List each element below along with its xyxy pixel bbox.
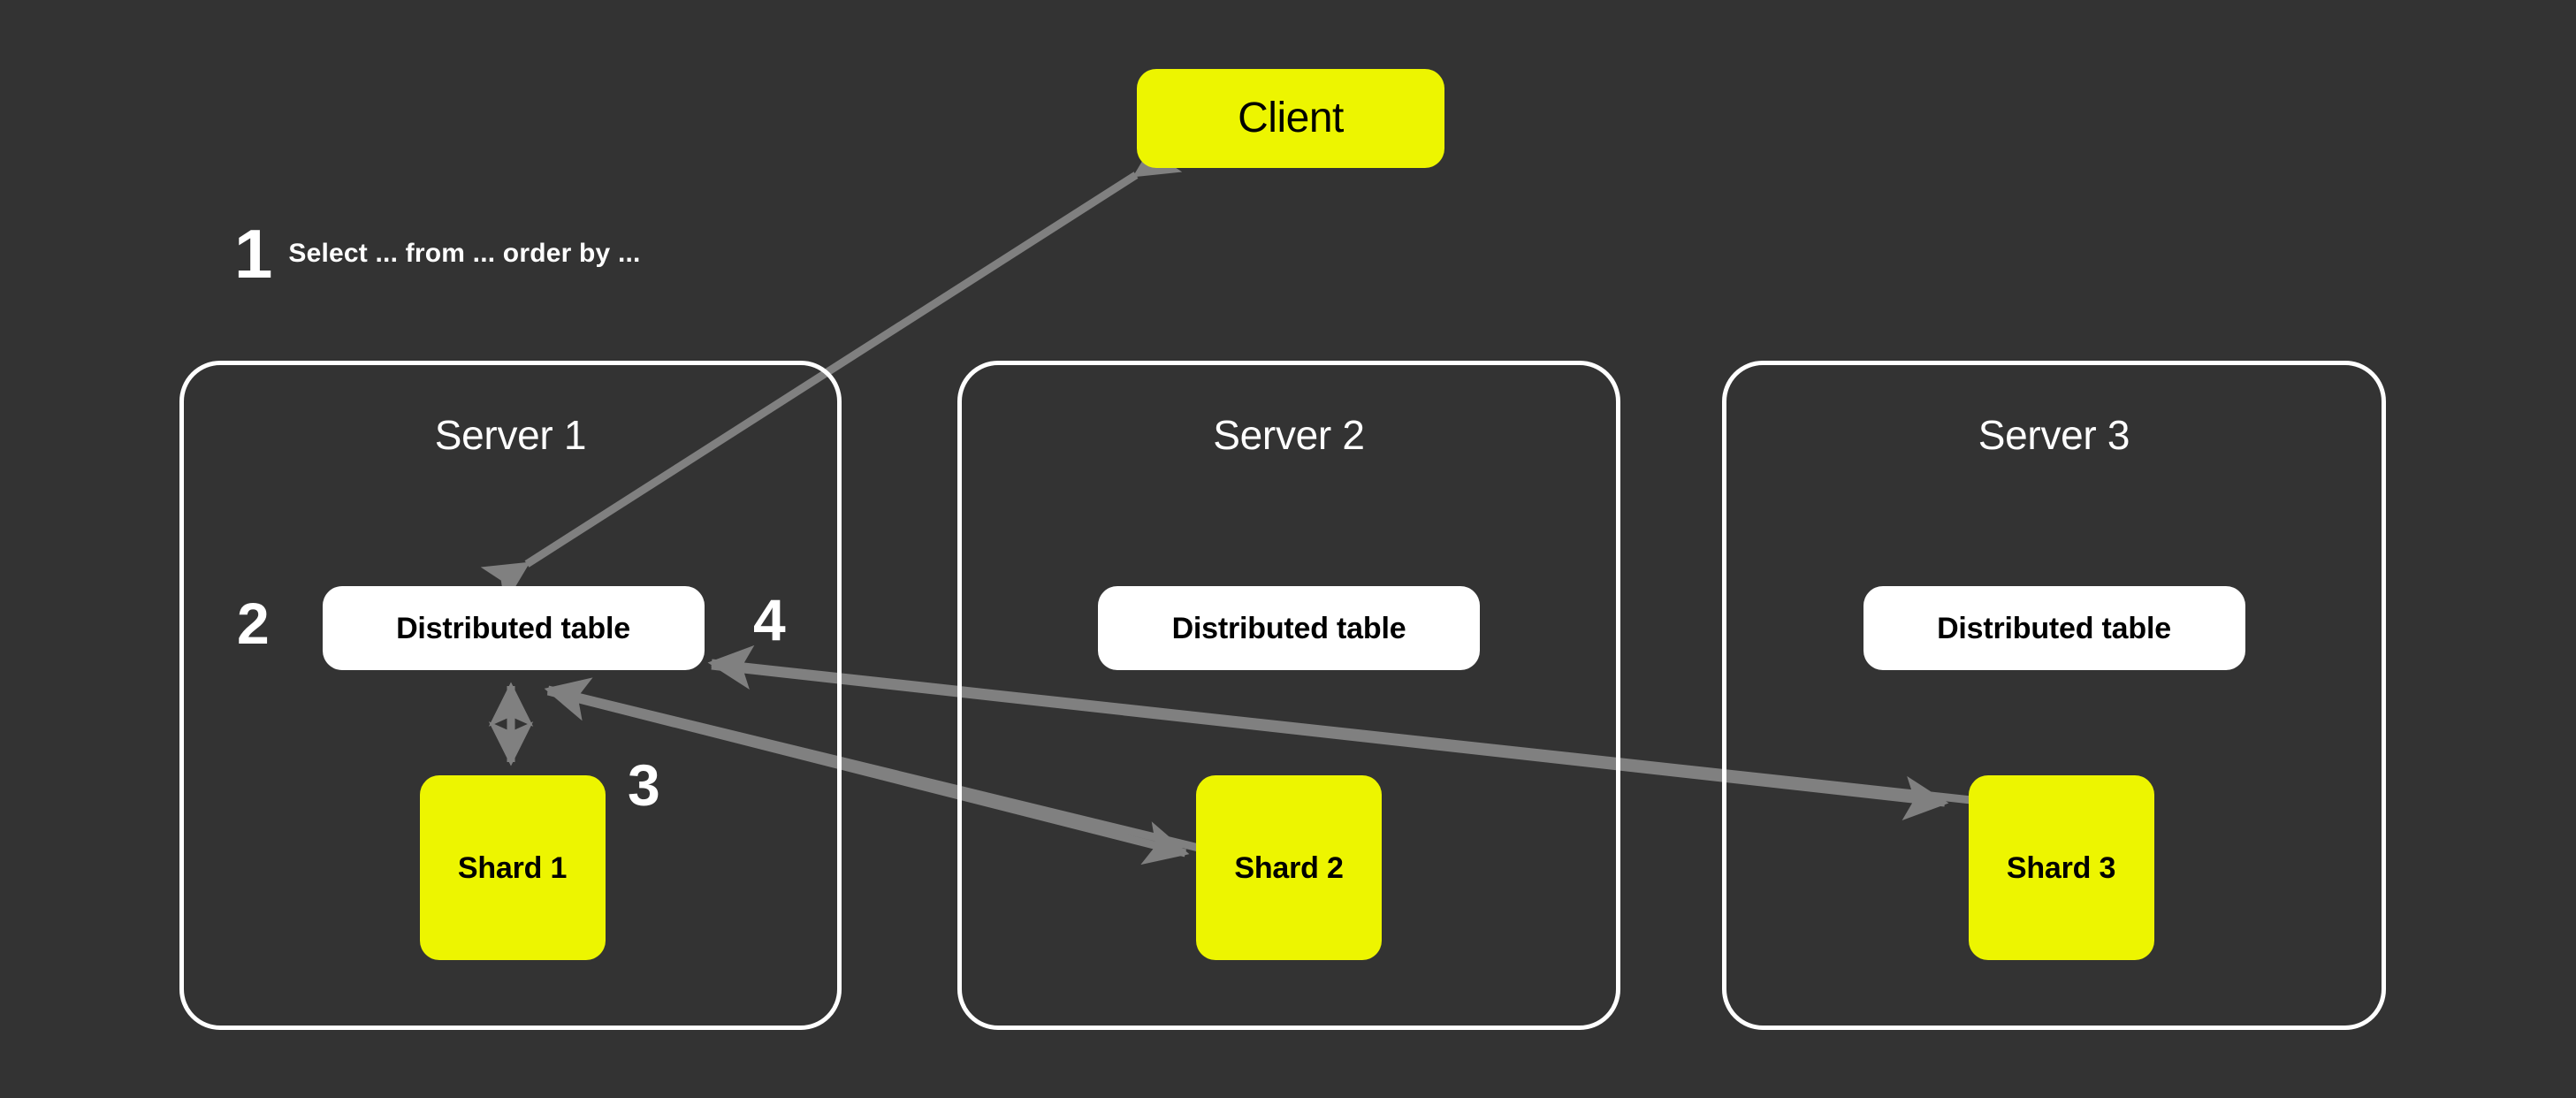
server-panel-2[interactable]: Server 2 Distributed table Shard 2: [957, 361, 1620, 1030]
client-node[interactable]: Client: [1137, 69, 1444, 168]
step-1-number: 1: [234, 215, 273, 293]
server-1-distributed-table[interactable]: Distributed table: [322, 586, 705, 670]
server-3-distributed-table-label: Distributed table: [1937, 611, 2171, 645]
step-2-number: 2: [237, 591, 270, 656]
step-1-caption: 1 Select ... from ... order by ...: [234, 219, 641, 288]
client-label: Client: [1238, 95, 1344, 141]
server-3-distributed-table[interactable]: Distributed table: [1863, 586, 2245, 670]
server-2-shard[interactable]: Shard 2: [1196, 775, 1382, 960]
server-1-shard[interactable]: Shard 1: [419, 775, 606, 960]
server-1-title: Server 1: [434, 412, 587, 458]
server-panel-1[interactable]: Server 1 Distributed table Shard 1: [179, 361, 842, 1030]
step-1-query-text: Select ... from ... order by ...: [288, 239, 641, 268]
server-panel-3[interactable]: Server 3 Distributed table Shard 3: [1722, 361, 2386, 1030]
server-2-distributed-table-label: Distributed table: [1171, 611, 1406, 645]
server-3-shard-label: Shard 3: [2006, 850, 2116, 885]
server-2-title: Server 2: [1213, 412, 1365, 458]
server-2-shard-label: Shard 2: [1234, 850, 1344, 885]
server-1-distributed-table-label: Distributed table: [396, 611, 630, 645]
server-1-shard-label: Shard 1: [457, 850, 568, 885]
step-3-number: 3: [628, 752, 660, 818]
step-4-number: 4: [753, 587, 786, 652]
server-2-distributed-table[interactable]: Distributed table: [1098, 586, 1480, 670]
server-3-title: Server 3: [1978, 412, 2130, 458]
server-3-shard[interactable]: Shard 3: [1968, 775, 2154, 960]
